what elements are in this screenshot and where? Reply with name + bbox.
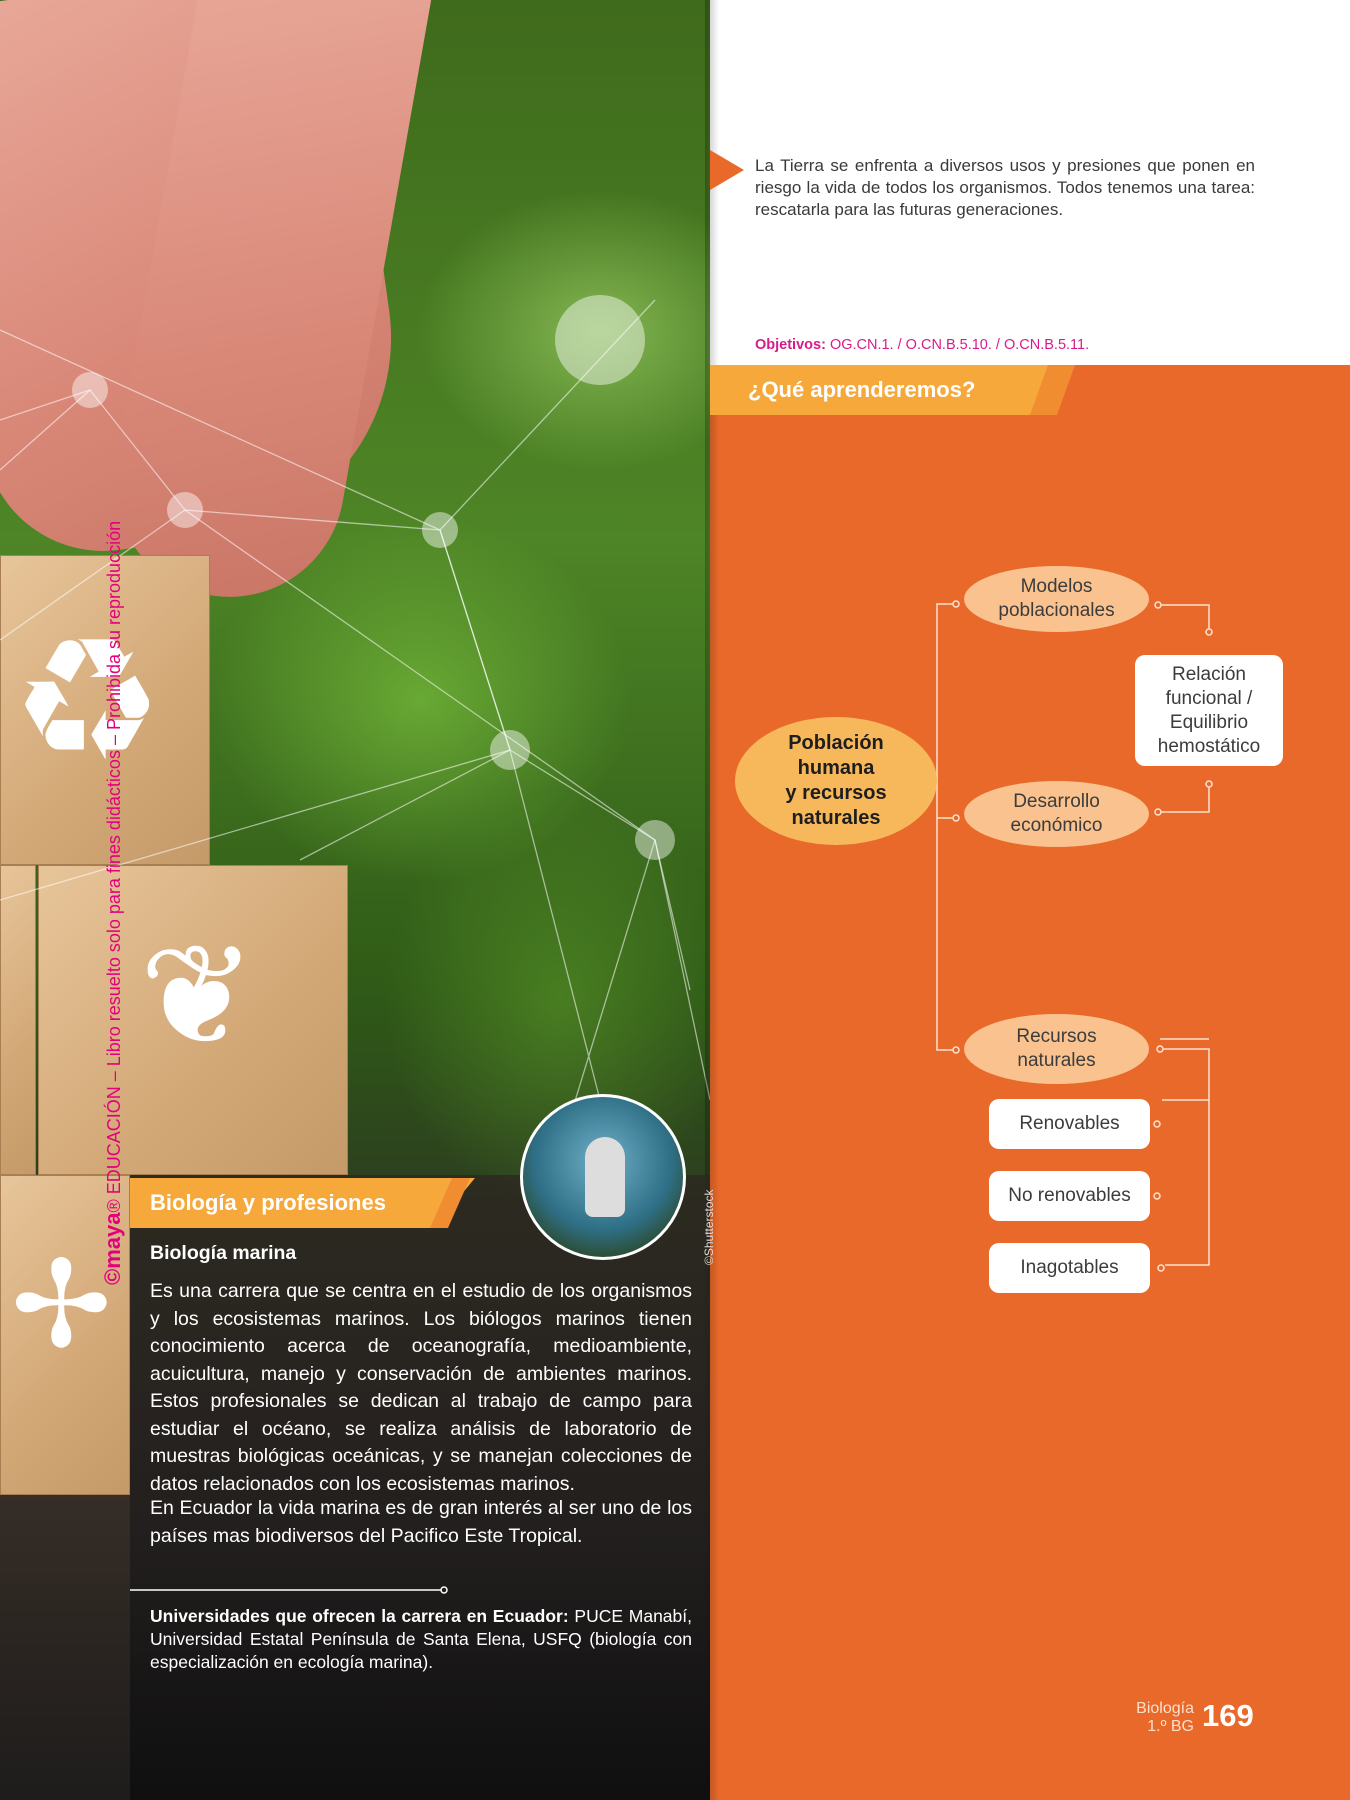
relacion-line: Equilibrio (1169, 711, 1249, 733)
center-line: y recursos (785, 782, 887, 804)
recursos-line: Recursos (1016, 1026, 1097, 1047)
objectives-label: Objetivos: (755, 337, 826, 353)
intro-area (710, 0, 1350, 365)
relacion-line: hemostático (1157, 735, 1261, 757)
plant-block: ❦ (38, 865, 348, 1175)
center-line: Población (788, 732, 884, 754)
recursos-line: naturales (1017, 1050, 1096, 1071)
relacion-line: Relación (1172, 663, 1246, 685)
section-banner (710, 365, 1075, 415)
network-lines (0, 0, 710, 1800)
concept-recursos-naturales: Recursos naturales (964, 1014, 1149, 1084)
diver-figure (585, 1137, 625, 1217)
professions-title: Biología y profesiones (150, 1190, 386, 1215)
leaf-hand-icon: ❦ (139, 917, 257, 1074)
triangle-marker-icon (710, 150, 744, 190)
subject-label: Biología (1136, 1700, 1194, 1717)
profession-paragraph-1: Es una carrera que se centra en el estud… (150, 1280, 692, 1495)
page-number: 169 (1202, 1698, 1254, 1733)
recycle-icon: ♻ (11, 606, 164, 796)
intro-text: La Tierra se enfrenta a diversos usos y … (755, 156, 1255, 219)
watermark-text: ® EDUCACIÓN – Libro resuelto solo para f… (104, 520, 124, 1213)
desarrollo-line: económico (1010, 815, 1103, 836)
concept-center: Población humana y recursos naturales (735, 717, 937, 845)
professions-banner (130, 1178, 475, 1228)
profession-subtitle: Biología marina (150, 1242, 297, 1264)
copyright-watermark: ©maya® EDUCACIÓN – Libro resuelto solo p… (100, 521, 126, 1285)
universities-text: Universidades que ofrecen la carrera en … (150, 1605, 692, 1674)
divider-line (130, 1586, 448, 1594)
center-line: naturales (791, 807, 881, 829)
modelos-line: Modelos (1020, 576, 1093, 597)
concept-inagotables: Inagotables (989, 1243, 1150, 1293)
desarrollo-line: Desarrollo (1013, 791, 1100, 812)
concept-desarrollo-economico: Desarrollo económico (964, 781, 1149, 847)
concept-no-renovables: No renovables (989, 1171, 1150, 1221)
universities-list: PUCE Manabí, Universidad Estatal Penínsu… (150, 1606, 692, 1672)
objectives-value: OG.CN.1. / O.CN.B.5.10. / O.CN.B.5.11. (829, 337, 1090, 353)
grade-label: 1.º BG (1147, 1718, 1194, 1735)
modelos-line: poblacionales (998, 600, 1115, 621)
section-title: ¿Qué aprenderemos? (748, 377, 976, 402)
windmill-block: ✢ (0, 1175, 130, 1495)
diver-photo (520, 1094, 686, 1260)
photo-credit: ©Shutterstock (702, 1189, 716, 1265)
universities-label: Universidades que ofrecen la carrera en … (150, 1606, 569, 1626)
recycle-block: ♻ (0, 555, 210, 865)
objectives: Objetivos: OG.CN.1. / O.CN.B.5.10. / O.C… (755, 337, 1089, 353)
windmill-icon: ✢ (11, 1238, 112, 1372)
concept-renovables: Renovables (989, 1099, 1150, 1149)
center-line: humana (797, 757, 875, 779)
professions-panel (130, 1175, 710, 1800)
side-block (0, 865, 36, 1175)
concept-modelos-poblacionales: Modelos poblacionales (964, 566, 1149, 632)
maya-logo: ©maya (100, 1212, 125, 1285)
profession-paragraph-2: En Ecuador la vida marina es de gran int… (150, 1497, 692, 1547)
relacion-line: funcional / (1165, 687, 1253, 709)
